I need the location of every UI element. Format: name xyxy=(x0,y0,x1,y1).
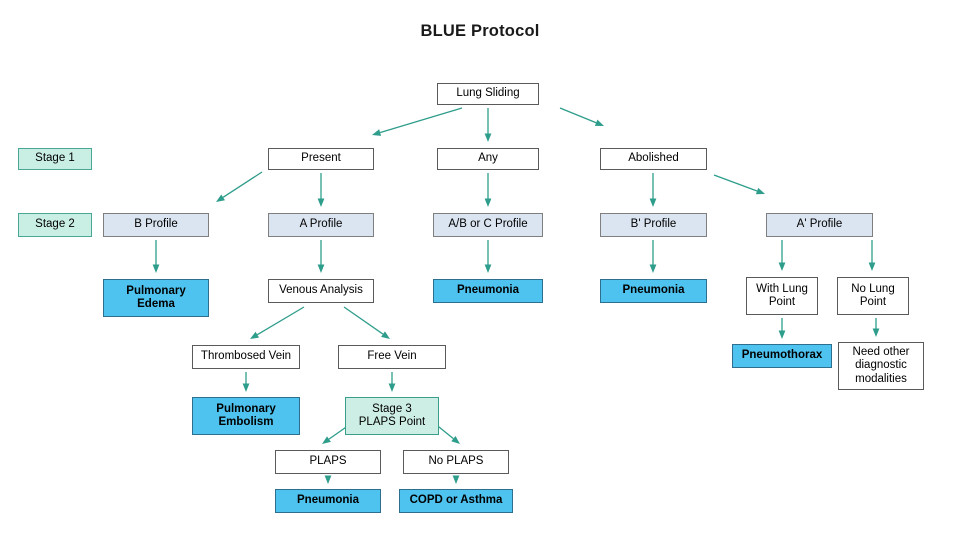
node-b-profile: B Profile xyxy=(103,213,209,237)
node-a-profile: A Profile xyxy=(268,213,374,237)
node-label: Venous Analysis xyxy=(279,284,363,297)
arrow-b-profile-to-pulmonary-edema xyxy=(152,240,160,273)
arrow-venous-analysis-to-free-vein xyxy=(343,306,390,339)
node-no-plaps: No PLAPS xyxy=(403,450,509,474)
arrow-a-prime-to-with-lung-point xyxy=(778,240,786,271)
node-lung-sliding: Lung Sliding xyxy=(437,83,539,105)
arrow-present-to-a-profile xyxy=(317,173,325,207)
node-a-prime-profile: A' Profile xyxy=(766,213,873,237)
node-label: Pneumothorax xyxy=(741,349,823,362)
node-label: B' Profile xyxy=(630,218,677,231)
node-label: PLAPS xyxy=(309,455,347,468)
node-label: Stage 2 xyxy=(35,218,75,231)
node-label: Lung Sliding xyxy=(456,87,520,100)
node-thrombosed-vein: Thrombosed Vein xyxy=(192,345,300,369)
node-any: Any xyxy=(437,148,539,170)
arrow-a-profile-to-venous-analysis xyxy=(317,240,325,273)
arrow-abolished-to-b-prime xyxy=(649,173,657,207)
arrow-b-prime-to-pneumonia xyxy=(649,240,657,273)
arrow-ab-c-to-pneumonia xyxy=(484,240,492,273)
node-label: Pneumonia xyxy=(457,284,519,297)
node-pneumonia-plaps: Pneumonia xyxy=(275,489,381,513)
node-plaps: PLAPS xyxy=(275,450,381,474)
arrow-lung-sliding-to-present xyxy=(372,107,463,136)
arrow-a-prime-to-no-lung-point xyxy=(868,240,876,271)
stage-label-stage2: Stage 2 xyxy=(18,213,92,237)
node-label: A Profile xyxy=(299,218,343,231)
arrow-lung-sliding-to-abolished xyxy=(559,107,604,126)
arrow-no-plaps-to-copd xyxy=(452,475,460,484)
stage-label-stage1: Stage 1 xyxy=(18,148,92,170)
arrow-any-to-ab-c-profile xyxy=(484,173,492,207)
arrow-no-lung-point-to-need-other xyxy=(872,318,880,337)
node-present: Present xyxy=(268,148,374,170)
arrow-present-to-b-profile xyxy=(216,171,263,202)
node-venous-analysis: Venous Analysis xyxy=(268,279,374,303)
page-title: BLUE Protocol xyxy=(420,22,540,40)
arrow-abolished-to-a-prime xyxy=(713,174,765,195)
node-label: No PLAPS xyxy=(428,455,484,468)
node-label: Pneumonia xyxy=(297,494,359,507)
node-copd-or-asthma: COPD or Asthma xyxy=(399,489,513,513)
node-ab-or-c-profile: A/B or C Profile xyxy=(433,213,543,237)
node-pneumonia-abc: Pneumonia xyxy=(433,279,543,303)
arrow-venous-analysis-to-thrombosed xyxy=(250,306,305,339)
node-label: Thrombosed Vein xyxy=(200,350,292,363)
node-free-vein: Free Vein xyxy=(338,345,446,369)
node-label: Abolished xyxy=(628,152,679,165)
node-label: Stage 1 xyxy=(35,152,75,165)
node-label: A' Profile xyxy=(796,218,843,231)
arrow-free-vein-to-stage3 xyxy=(388,372,396,392)
node-label: Present xyxy=(301,152,341,165)
arrow-lung-sliding-to-any xyxy=(484,108,492,142)
node-pneumothorax: Pneumothorax xyxy=(732,344,832,368)
node-abolished: Abolished xyxy=(600,148,707,170)
node-label: COPD or Asthma xyxy=(409,494,503,507)
node-label: Free Vein xyxy=(367,350,417,363)
node-label: B Profile xyxy=(134,218,178,231)
node-pneumonia-bprime: Pneumonia xyxy=(600,279,707,303)
node-b-prime-profile: B' Profile xyxy=(600,213,707,237)
node-label: Pneumonia xyxy=(622,284,685,297)
node-label: A/B or C Profile xyxy=(448,218,528,231)
node-label: Any xyxy=(478,152,498,165)
arrow-plaps-to-pneumonia xyxy=(324,475,332,484)
arrow-thrombosed-to-embolism xyxy=(242,372,250,392)
arrow-with-lung-point-to-pneumothorax xyxy=(778,318,786,339)
